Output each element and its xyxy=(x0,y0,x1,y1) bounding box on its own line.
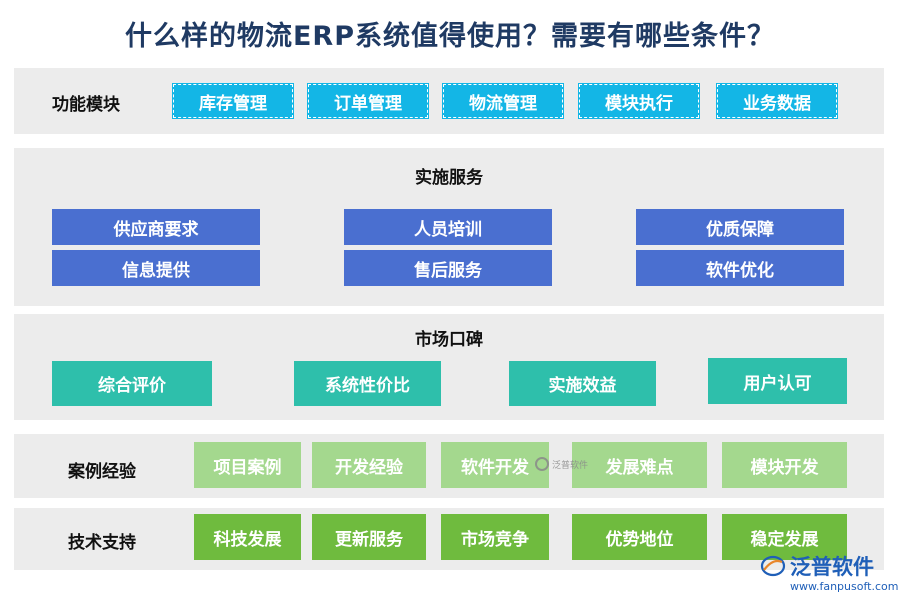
brand-logo: 泛普软件 xyxy=(760,551,874,581)
tech-item: 稳定发展 xyxy=(722,514,847,560)
case-item: 软件开发 xyxy=(441,442,549,488)
case-item: 发展难点 xyxy=(572,442,707,488)
reputation-item: 实施效益 xyxy=(509,361,656,406)
case-item: 开发经验 xyxy=(312,442,426,488)
fanpu-logo-icon xyxy=(760,555,786,577)
service-panel: 实施服务 供应商要求 人员培训 优质保障 信息提供 售后服务 软件优化 xyxy=(14,148,884,306)
tech-label: 技术支持 xyxy=(68,533,136,553)
cases-panel: 案例经验 项目案例 开发经验 软件开发 发展难点 模块开发 xyxy=(14,434,884,498)
modules-label: 功能模块 xyxy=(52,95,120,115)
brand-url: www.fanpusoft.com xyxy=(790,580,899,593)
watermark-logo-icon xyxy=(535,457,549,471)
watermark-text: 泛普软件 xyxy=(552,460,589,471)
service-item: 人员培训 xyxy=(344,209,552,245)
cases-label: 案例经验 xyxy=(68,462,136,482)
brand-name: 泛普软件 xyxy=(790,555,874,579)
reputation-item: 综合评价 xyxy=(52,361,212,406)
tech-item: 优势地位 xyxy=(572,514,707,560)
service-item: 优质保障 xyxy=(636,209,844,245)
case-item: 模块开发 xyxy=(722,442,847,488)
tech-item: 科技发展 xyxy=(194,514,301,560)
page-title: 什么样的物流ERP系统值得使用？需要有哪些条件？ xyxy=(124,21,776,52)
module-item: 物流管理 xyxy=(442,83,564,119)
reputation-item: 系统性价比 xyxy=(294,361,441,406)
tech-panel: 技术支持 科技发展 更新服务 市场竞争 优势地位 稳定发展 xyxy=(14,508,884,570)
service-title: 实施服务 xyxy=(415,168,483,188)
module-item: 业务数据 xyxy=(716,83,838,119)
reputation-item: 用户认可 xyxy=(708,358,847,404)
tech-item: 市场竞争 xyxy=(441,514,549,560)
watermark: 泛普软件 xyxy=(535,457,588,471)
reputation-panel: 市场口碑 综合评价 系统性价比 实施效益 用户认可 xyxy=(14,314,884,420)
module-item: 订单管理 xyxy=(307,83,429,119)
service-item: 软件优化 xyxy=(636,250,844,286)
module-item: 模块执行 xyxy=(578,83,700,119)
modules-panel: 功能模块 库存管理 订单管理 物流管理 模块执行 业务数据 xyxy=(14,68,884,134)
module-item: 库存管理 xyxy=(172,83,294,119)
service-item: 供应商要求 xyxy=(52,209,260,245)
case-item: 项目案例 xyxy=(194,442,301,488)
reputation-title: 市场口碑 xyxy=(415,330,483,350)
tech-item: 更新服务 xyxy=(312,514,426,560)
service-item: 售后服务 xyxy=(344,250,552,286)
service-item: 信息提供 xyxy=(52,250,260,286)
